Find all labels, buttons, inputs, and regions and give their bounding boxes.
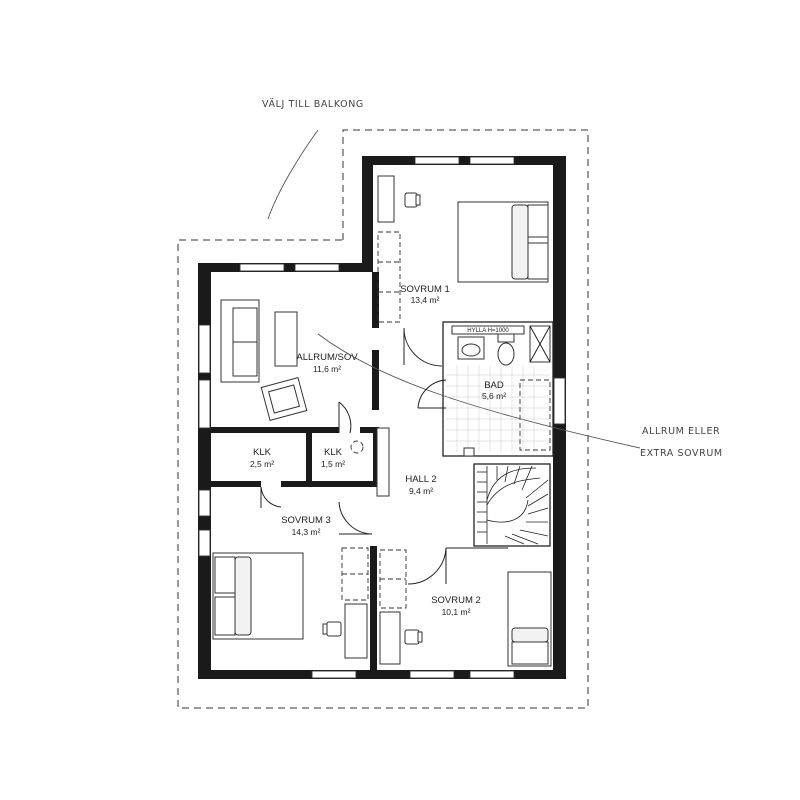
windows bbox=[198, 156, 566, 679]
allrum-note-line2: EXTRA SOVRUM bbox=[640, 448, 723, 459]
klk1-area: 2,5 m² bbox=[250, 459, 274, 469]
hall-details bbox=[338, 427, 551, 547]
balcony-leader bbox=[267, 129, 319, 220]
sovrum3-furniture bbox=[212, 547, 369, 659]
sovrum1-furniture bbox=[377, 175, 549, 367]
hall2-name: HALL 2 bbox=[405, 474, 436, 485]
sovrum3-area: 14,3 m² bbox=[292, 527, 321, 537]
bad-name: BAD bbox=[484, 380, 504, 391]
klk1-name: KLK bbox=[253, 447, 272, 458]
interior-walls bbox=[211, 272, 554, 670]
klk-details bbox=[260, 440, 364, 508]
sovrum2-area: 10,1 m² bbox=[442, 607, 471, 617]
sovrum1-name: SOVRUM 1 bbox=[400, 284, 450, 295]
allrum-area: 11,6 m² bbox=[313, 364, 341, 374]
hall2-area: 9,4 m² bbox=[409, 486, 433, 496]
klk2-name: KLK bbox=[324, 447, 343, 458]
klk2-area: 1,5 m² bbox=[321, 459, 345, 469]
allrum-furniture bbox=[220, 299, 352, 434]
balcony-note: VÄLJ TILL BALKONG bbox=[262, 99, 364, 110]
sovrum3-name: SOVRUM 3 bbox=[281, 515, 331, 526]
bad-shelf-note: HYLLA H=1000 bbox=[467, 328, 509, 334]
balcony-outline bbox=[177, 129, 589, 709]
sovrum1-area: 13,4 m² bbox=[411, 295, 440, 305]
bad-area: 5,6 m² bbox=[482, 391, 506, 401]
sovrum2-furniture bbox=[379, 547, 552, 667]
allrum-leader bbox=[317, 333, 641, 449]
allrum-note-line1: ALLRUM ELLER bbox=[642, 426, 720, 437]
bad-fixtures bbox=[417, 325, 551, 457]
allrum-name: ALLRUM/SOV bbox=[296, 352, 358, 363]
sovrum2-name: SOVRUM 2 bbox=[431, 595, 481, 606]
